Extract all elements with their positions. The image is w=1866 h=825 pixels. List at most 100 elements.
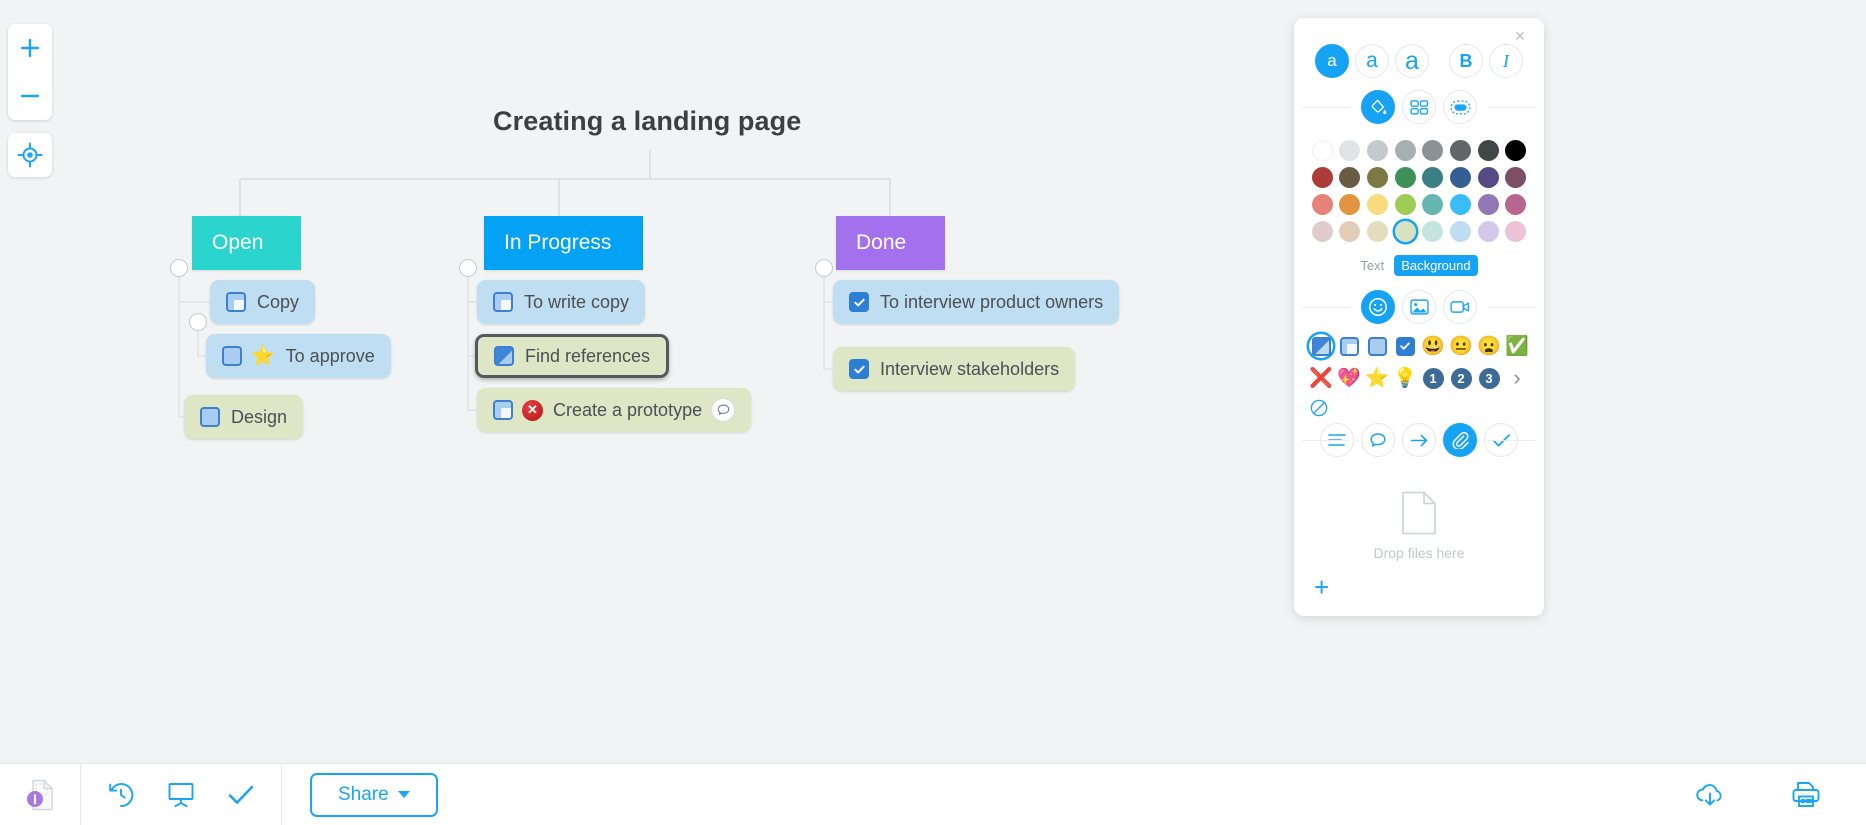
color-swatch[interactable]: [1394, 167, 1416, 188]
video-button[interactable]: [1443, 290, 1477, 324]
color-swatch[interactable]: [1505, 194, 1527, 215]
task-node-copy[interactable]: Copy: [210, 280, 316, 324]
color-swatch[interactable]: [1477, 140, 1499, 161]
task-check-button[interactable]: [211, 764, 271, 825]
document-info-button[interactable]: [0, 764, 80, 825]
color-swatch[interactable]: [1339, 167, 1361, 188]
heart-icon[interactable]: 💖: [1337, 367, 1361, 389]
color-swatch[interactable]: [1449, 194, 1471, 215]
layout-grid-button[interactable]: [1402, 90, 1436, 124]
italic-button[interactable]: I: [1489, 44, 1523, 78]
notes-button[interactable]: [1320, 423, 1354, 457]
font-size-small-button[interactable]: a: [1315, 44, 1349, 78]
color-swatch[interactable]: [1449, 140, 1471, 161]
color-swatch[interactable]: [1505, 140, 1527, 161]
color-swatch[interactable]: [1367, 140, 1389, 161]
comment-icon[interactable]: [711, 398, 736, 422]
color-swatch[interactable]: [1477, 194, 1499, 215]
color-swatch[interactable]: [1422, 194, 1444, 215]
attachment-button[interactable]: [1443, 423, 1477, 457]
branch-anchor[interactable]: [189, 313, 207, 331]
color-swatch[interactable]: [1311, 194, 1333, 215]
mindmap-canvas[interactable]: Creating a landing page Open In Progress…: [0, 0, 1866, 763]
frown-icon[interactable]: 😦: [1477, 335, 1501, 357]
task-node-interview-stakeholders[interactable]: Interview stakeholders: [833, 347, 1076, 391]
smile-icon[interactable]: 😃: [1421, 335, 1445, 357]
branch-anchor[interactable]: [815, 259, 833, 277]
color-swatch[interactable]: [1311, 221, 1333, 242]
comment-button[interactable]: [1361, 423, 1395, 457]
task-node-design[interactable]: Design: [184, 395, 304, 439]
color-swatch[interactable]: [1311, 140, 1333, 161]
color-swatch[interactable]: [1422, 140, 1444, 161]
color-swatch[interactable]: [1449, 221, 1471, 242]
star-icon[interactable]: ⭐: [1365, 367, 1389, 389]
fill-color-button[interactable]: [1361, 90, 1395, 124]
presentation-button[interactable]: [151, 764, 211, 825]
text-option[interactable]: Text: [1360, 258, 1385, 273]
column-head-done[interactable]: Done: [836, 216, 945, 270]
color-swatch[interactable]: [1339, 194, 1361, 215]
color-swatch[interactable]: [1505, 167, 1527, 188]
add-button[interactable]: +: [1314, 572, 1330, 602]
color-swatch[interactable]: [1394, 194, 1416, 215]
color-swatch-selected[interactable]: [1394, 221, 1416, 242]
bold-button[interactable]: B: [1449, 44, 1483, 78]
color-swatch[interactable]: [1311, 167, 1333, 188]
task-node-to-approve[interactable]: ⭐ To approve: [206, 334, 391, 378]
more-chevron-icon[interactable]: ›: [1513, 365, 1521, 390]
progress-corner-icon[interactable]: [1337, 334, 1361, 358]
branch-anchor[interactable]: [459, 259, 477, 277]
progress-quarter-icon[interactable]: [1309, 334, 1333, 358]
font-size-medium-button[interactable]: a: [1355, 44, 1389, 78]
color-swatch[interactable]: [1367, 167, 1389, 188]
check-green-icon[interactable]: ✅: [1505, 335, 1529, 357]
close-icon[interactable]: ×: [1514, 25, 1526, 46]
color-swatch[interactable]: [1449, 167, 1471, 188]
progress-checked-icon[interactable]: [1393, 334, 1417, 358]
font-size-large-button[interactable]: a: [1395, 44, 1429, 78]
clear-icon-button[interactable]: [1310, 399, 1328, 417]
color-swatch[interactable]: [1477, 221, 1499, 242]
no-icon-icon: [1310, 399, 1328, 417]
image-button[interactable]: [1402, 290, 1436, 324]
emoji-button[interactable]: [1361, 290, 1395, 324]
print-button[interactable]: [1776, 764, 1836, 825]
color-swatch[interactable]: [1339, 221, 1361, 242]
recenter-button[interactable]: [8, 133, 52, 177]
color-swatch[interactable]: [1505, 221, 1527, 242]
task-node-create-a-prototype[interactable]: ✕ Create a prototype: [477, 388, 752, 432]
task-label: To approve: [285, 345, 375, 366]
color-swatch[interactable]: [1422, 167, 1444, 188]
file-dropzone[interactable]: Drop files here: [1294, 491, 1544, 561]
task-check-button[interactable]: [1484, 423, 1518, 457]
task-node-to-write-copy[interactable]: To write copy: [477, 280, 646, 324]
color-swatch[interactable]: [1422, 221, 1444, 242]
share-button[interactable]: Share: [310, 772, 438, 817]
neutral-icon[interactable]: 😐: [1449, 335, 1473, 357]
link-arrow-button[interactable]: [1402, 423, 1436, 457]
color-swatch[interactable]: [1394, 140, 1416, 161]
border-style-button[interactable]: [1443, 90, 1477, 124]
number-two-icon[interactable]: 2: [1449, 366, 1473, 390]
color-swatch[interactable]: [1477, 167, 1499, 188]
color-swatch[interactable]: [1367, 194, 1389, 215]
zoom-out-button[interactable]: [8, 72, 52, 120]
color-swatch[interactable]: [1339, 140, 1361, 161]
background-option[interactable]: Background: [1394, 255, 1478, 276]
cloud-download-button[interactable]: [1680, 764, 1740, 825]
history-button[interactable]: [91, 764, 151, 825]
column-head-open[interactable]: Open: [192, 216, 301, 270]
task-node-to-interview-product-owners[interactable]: To interview product owners: [833, 280, 1120, 324]
number-three-icon[interactable]: 3: [1477, 366, 1501, 390]
branch-anchor[interactable]: [170, 259, 188, 277]
number-one-icon[interactable]: 1: [1421, 366, 1445, 390]
column-head-in-progress[interactable]: In Progress: [484, 216, 643, 270]
progress-empty-icon[interactable]: [1365, 334, 1389, 358]
task-node-find-references[interactable]: Find references: [475, 334, 670, 378]
zoom-in-button[interactable]: [8, 24, 52, 72]
color-swatch[interactable]: [1367, 221, 1389, 242]
lightbulb-icon[interactable]: 💡: [1393, 367, 1417, 389]
comment-icon: [1370, 432, 1386, 447]
error-x-icon[interactable]: ❌: [1309, 367, 1333, 389]
